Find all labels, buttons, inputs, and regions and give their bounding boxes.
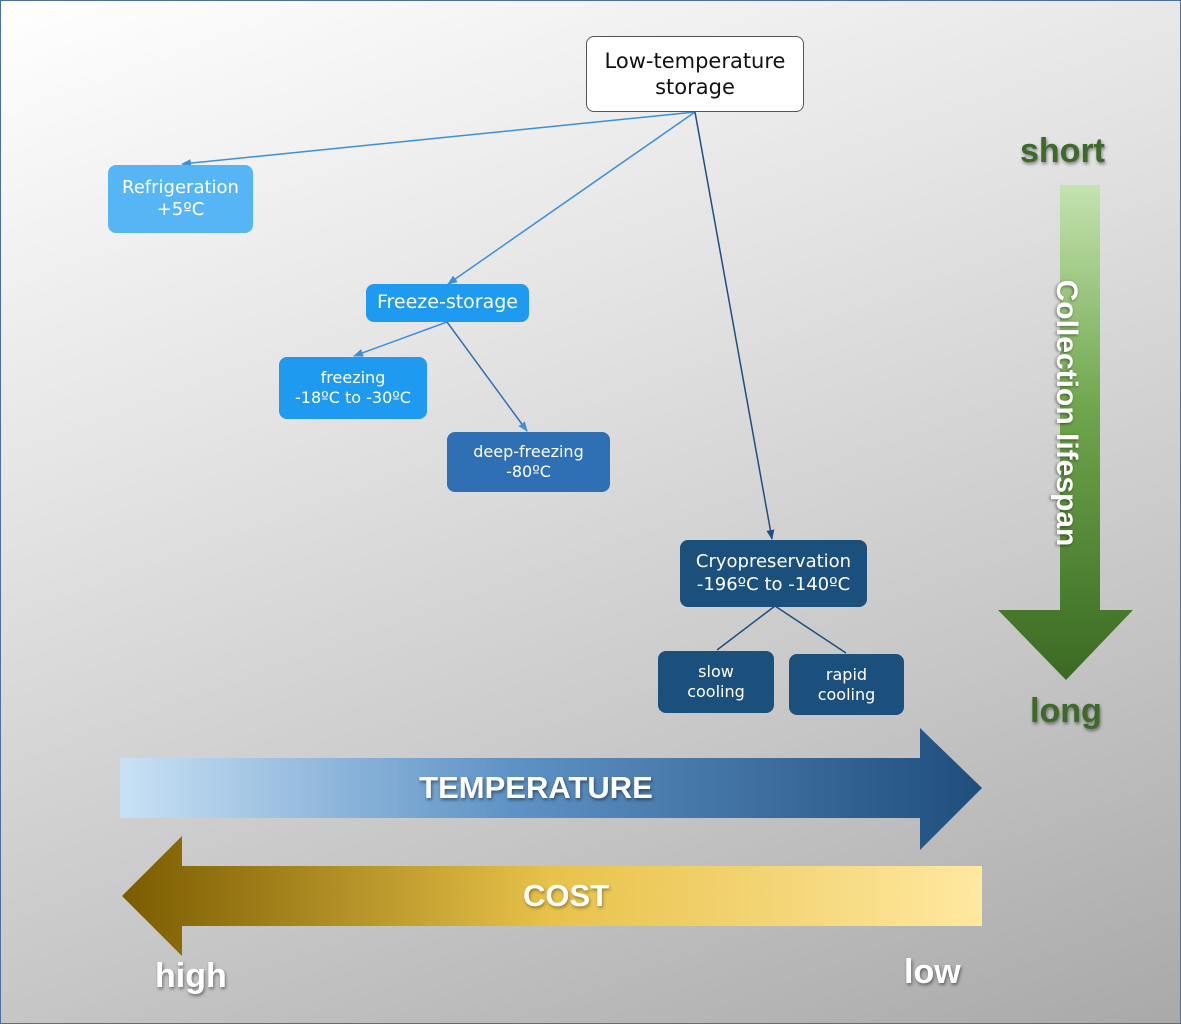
connector-cryo-slow: [716, 605, 776, 651]
lifespan-arrow: [998, 185, 1133, 680]
connector-root-freeze-storage: [447, 111, 696, 285]
connector-freeze-freezing: [353, 321, 448, 357]
node-freezing: freezing -18ºC to -30ºC: [279, 357, 427, 419]
node-freezing-line1: freezing: [320, 368, 386, 387]
temperature-arrow: [120, 728, 982, 850]
node-cryopreservation: Cryopreservation -196ºC to -140ºC: [680, 540, 867, 607]
node-deep-freezing-line1: deep-freezing: [473, 442, 584, 461]
node-slow-cooling: slow cooling: [658, 651, 774, 713]
node-low-temperature-storage: Low-temperature storage: [586, 36, 804, 112]
connector-cryo-rapid: [774, 605, 847, 654]
node-root-line1: Low-temperature: [604, 48, 786, 73]
temperature-axis-label: TEMPERATURE: [419, 770, 653, 805]
cost-arrow: [122, 836, 982, 956]
node-cryopreservation-line2: -196ºC to -140ºC: [696, 573, 851, 595]
lifespan-start-label: short: [1020, 132, 1105, 170]
connector-root-refrigeration: [181, 111, 696, 168]
node-slow-cooling-line1: slow: [698, 662, 734, 681]
lifespan-axis-label: Collection lifespan: [1050, 279, 1083, 547]
node-root-line2: storage: [655, 75, 735, 99]
cost-end-label: low: [904, 953, 961, 991]
node-freeze-storage-line1: Freeze-storage: [376, 291, 518, 314]
node-rapid-cooling-line1: rapid: [825, 664, 868, 684]
node-rapid-cooling-line2: cooling: [817, 684, 876, 704]
cost-axis-label: COST: [522, 878, 610, 913]
node-deep-freezing: deep-freezing -80ºC: [447, 432, 610, 492]
node-freeze-storage: Freeze-storage: [366, 284, 529, 322]
node-freezing-line2: -18ºC to -30ºC: [295, 388, 411, 407]
node-rapid-cooling: rapid cooling: [789, 654, 904, 715]
lifespan-end-label: long: [1030, 692, 1102, 730]
node-refrigeration: Refrigeration +5ºC: [108, 165, 253, 233]
cost-start-label: high: [155, 957, 227, 995]
node-refrigeration-line1: Refrigeration: [122, 176, 239, 198]
connector-root-cryopreservation: [694, 111, 775, 540]
node-deep-freezing-line2: -80ºC: [506, 462, 551, 481]
node-slow-cooling-line2: cooling: [687, 682, 745, 701]
node-cryopreservation-line1: Cryopreservation: [695, 551, 852, 572]
node-refrigeration-line2: +5ºC: [156, 199, 205, 220]
connector-freeze-deep-freezing: [446, 321, 528, 432]
